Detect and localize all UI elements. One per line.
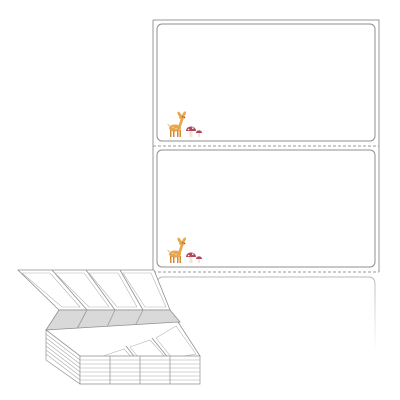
strip-reflection (156, 276, 376, 350)
label-2 (156, 149, 376, 268)
stack-column-dividers (109, 356, 171, 384)
stack-back-flap (17, 269, 171, 311)
stack-back-flap-labels (21, 272, 167, 308)
fanfold-stack (17, 269, 201, 385)
label-1 (156, 23, 376, 142)
stack-back-flap-dividers (51, 269, 144, 311)
strip-liner (153, 19, 380, 272)
label-strip (152, 19, 380, 350)
